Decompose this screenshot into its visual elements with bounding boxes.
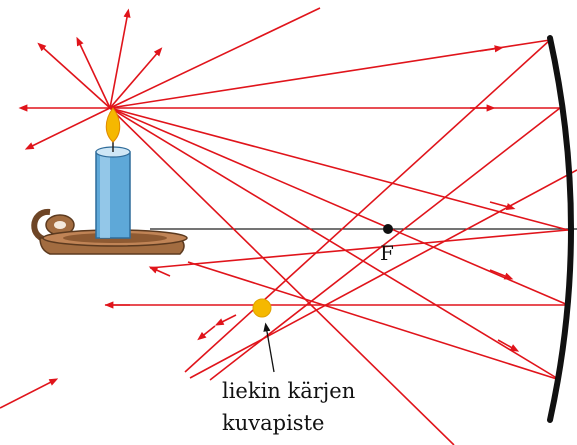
- image-point-caption-line1: liekin kärjen: [222, 379, 355, 403]
- flame-icon: [105, 107, 121, 143]
- candle: [95, 140, 131, 239]
- concave-mirror: [547, 35, 574, 423]
- incident-rays: [109, 39, 569, 445]
- image-point-caption-line2: kuvapiste: [222, 411, 324, 435]
- focus-label: F: [380, 241, 394, 265]
- image-point: [252, 298, 272, 318]
- diverging-rays: [18, 7, 321, 150]
- reflected-rays: [104, 39, 577, 381]
- focus-point: [383, 224, 393, 234]
- caption-pointer: [263, 322, 275, 373]
- stray-ray: [0, 378, 59, 409]
